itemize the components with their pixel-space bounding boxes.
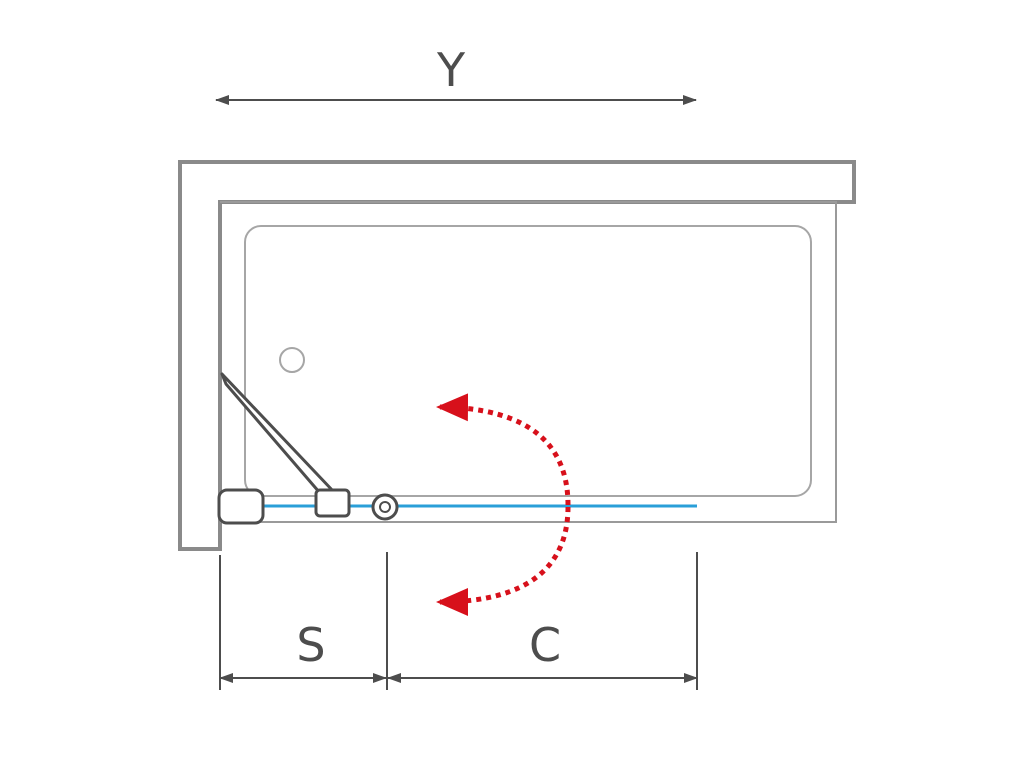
dimension-c-label: C xyxy=(529,618,561,672)
drain-icon xyxy=(279,347,305,373)
hinge-block xyxy=(314,488,351,518)
bathtub-outer xyxy=(220,201,837,523)
swing-arrows xyxy=(436,393,571,616)
extension-lines xyxy=(219,552,698,690)
swing-arrow-inward xyxy=(436,393,571,506)
dimension-c: C xyxy=(387,618,698,683)
swing-arrow-outward xyxy=(436,506,571,616)
folded-panel xyxy=(220,372,336,502)
dimension-s: S xyxy=(219,618,387,683)
wall-profile-bracket xyxy=(217,488,265,525)
pivot-knob-inner xyxy=(379,501,391,513)
dimension-y-label: Y xyxy=(436,43,466,97)
bathtub-basin xyxy=(244,225,812,497)
folded-panel-glass xyxy=(220,372,336,502)
dimension-s-label: S xyxy=(296,618,325,672)
dimension-y: Y xyxy=(215,43,697,105)
pivot-knob xyxy=(371,493,399,521)
